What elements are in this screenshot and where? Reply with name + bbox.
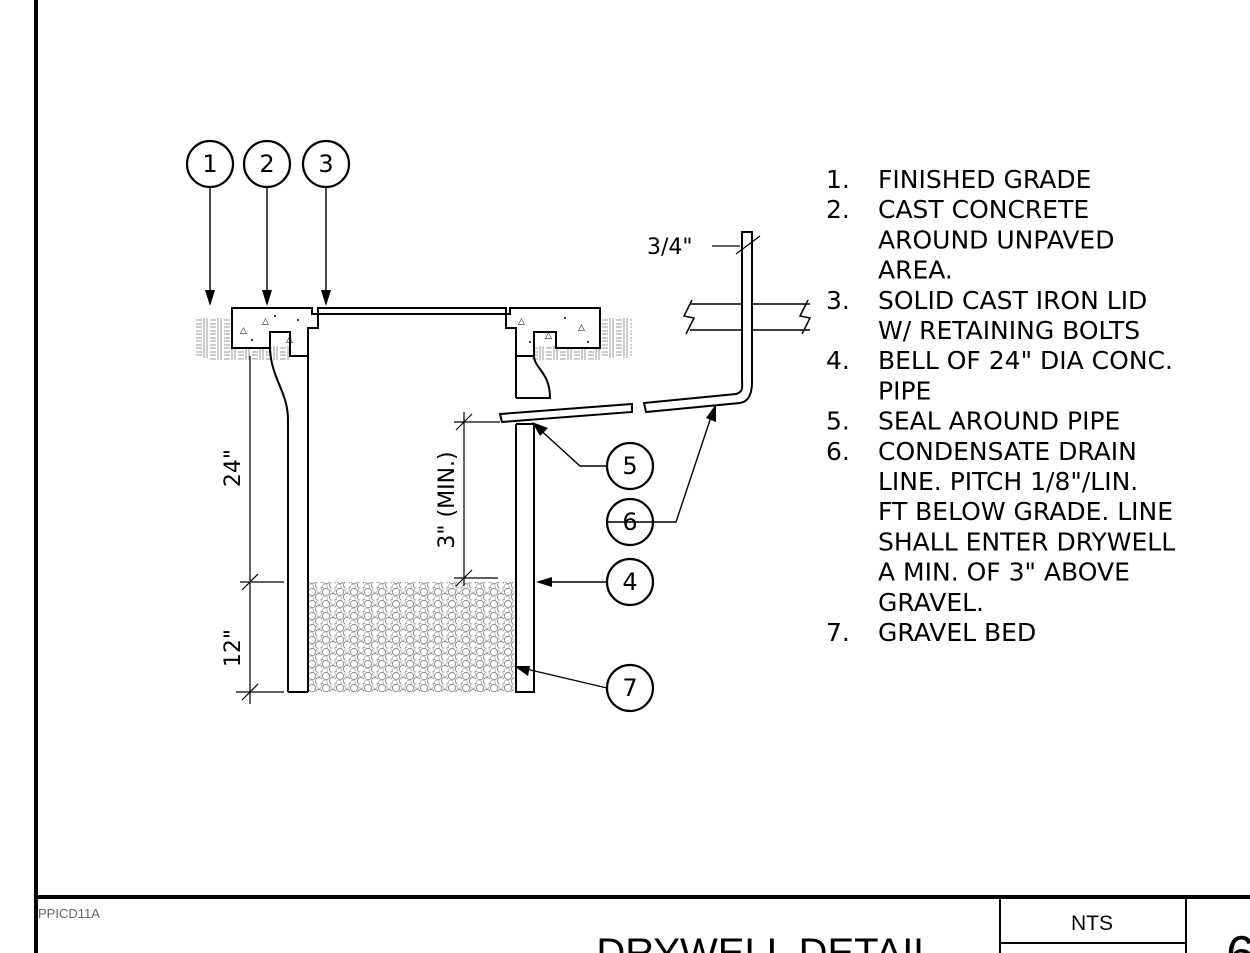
note-text-line: CAST CONCRETE [878,195,1089,224]
note-text-line: FINISHED GRADE [878,165,1091,194]
svg-text:△: △ [578,323,585,333]
callout-7: 7 [605,663,655,713]
note-text-line: LINE. PITCH 1/8"/LIN. [878,467,1138,496]
svg-text:4: 4 [622,568,637,596]
note-text-line: AROUND UNPAVED [878,225,1114,254]
svg-text:△: △ [518,317,525,327]
note-text-line: GRAVEL BED [878,618,1036,647]
svg-text:△: △ [262,317,269,327]
svg-text:1: 1 [202,150,217,178]
callout-4: 4 [605,557,655,607]
callout-1: 1 [185,139,235,189]
note-text-line: AREA. [878,256,953,285]
scale-label: NTS [1071,912,1113,935]
note-text-line: W/ RETAINING BOLTS [878,316,1140,345]
svg-text:3: 3 [318,150,333,178]
note-number: 5. [826,407,850,436]
gravel-depth-dimension: 12" [221,629,246,667]
note-text-line: SOLID CAST IRON LID [878,286,1147,315]
svg-text:△: △ [286,335,293,345]
cast-iron-lid [317,307,507,315]
note-text-line: SEAL AROUND PIPE [878,407,1120,436]
dimension-lines [236,356,500,704]
note-text-line: CONDENSATE DRAIN [878,437,1137,466]
callout-5: 5 [605,441,655,491]
note-number: 2. [826,195,850,224]
note-text-line: PIPE [878,376,931,405]
bell-depth-dimension: 24" [221,449,246,487]
note-text-line: BELL OF 24" DIA CONC. [878,346,1173,375]
min-clearance-dimension: 3" (MIN.) [435,451,460,548]
leader-lines [209,187,713,689]
gravel-bed [308,582,514,692]
sheet-number: 6 [1226,926,1250,953]
svg-text:△: △ [240,326,247,336]
note-text-line: SHALL ENTER DRYWELL [878,527,1175,556]
callout-3: 3 [301,139,351,189]
note-number: 6. [826,437,850,466]
note-text-line: GRAVEL. [878,588,984,617]
drain-size-leader [712,235,761,255]
svg-text:2: 2 [259,150,274,178]
callout-2: 2 [242,139,292,189]
note-text-line: A MIN. OF 3" ABOVE [878,558,1130,587]
concrete-pipe [269,332,552,693]
drain-size-label: 3/4" [647,235,693,260]
leader-arrowheads [205,290,716,676]
sheet-code: PPICD11A [38,906,100,921]
note-number: 4. [826,346,850,375]
note-number: 1. [826,165,850,194]
note-number: 3. [826,286,850,315]
note-text-line: FT BELOW GRADE. LINE [878,497,1173,526]
note-number: 7. [826,618,850,647]
svg-text:7: 7 [622,674,637,702]
earth-hatch-right-lower [530,346,600,360]
svg-text:△: △ [545,331,552,341]
floor-break-line [682,299,812,335]
condensate-drain-line [498,231,753,424]
drawing-title: DRYWELL DETAIL [596,931,935,953]
svg-text:5: 5 [622,452,637,480]
